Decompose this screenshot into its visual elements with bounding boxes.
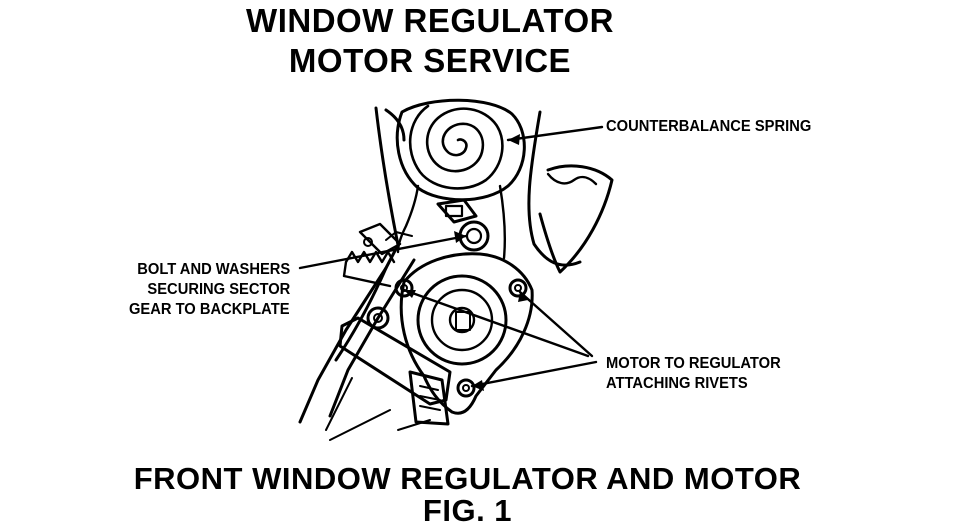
diagram-title-line2: MOTOR SERVICE [288,42,572,79]
figure-caption-line1: FRONT WINDOW REGULATOR AND MOTOR [133,461,802,496]
callout-bolt-line3: GEAR TO BACKPLATE [129,301,290,318]
callout-bolt-line2: SECURING SECTOR [147,281,290,298]
rivet-lower [456,378,476,398]
rivet-upper-left [394,278,414,298]
spring-bracket [436,198,478,224]
motor-mounting-plate [399,252,534,415]
leader-rivet-3 [470,360,598,388]
motor-connector [408,370,450,426]
rivet-upper-right [508,278,528,298]
leader-bolt [298,234,468,270]
leader-rivet-2 [518,290,594,358]
leader-spring [506,125,604,142]
backplate-right-edge [527,110,582,267]
counterbalance-spring-shape [408,104,504,190]
sector-gear-teeth [342,250,396,288]
callout-rivets-line2: ATTACHING RIVETS [606,375,748,392]
leader-rivet-1 [402,288,590,358]
sector-plate [538,164,614,274]
motor-housing [416,274,508,366]
callout-rivets-line1: MOTOR TO REGULATOR [606,355,781,372]
callout-bolt-line1: BOLT AND WASHERS [137,261,290,278]
regulator-arm [298,266,388,424]
spring-housing [395,98,526,202]
callout-counterbalance-spring: COUNTERBALANCE SPRING [606,118,812,135]
figure-caption-line2: FIG. 1 [422,493,513,528]
diagram-title-line1: WINDOW REGULATOR [246,2,614,39]
